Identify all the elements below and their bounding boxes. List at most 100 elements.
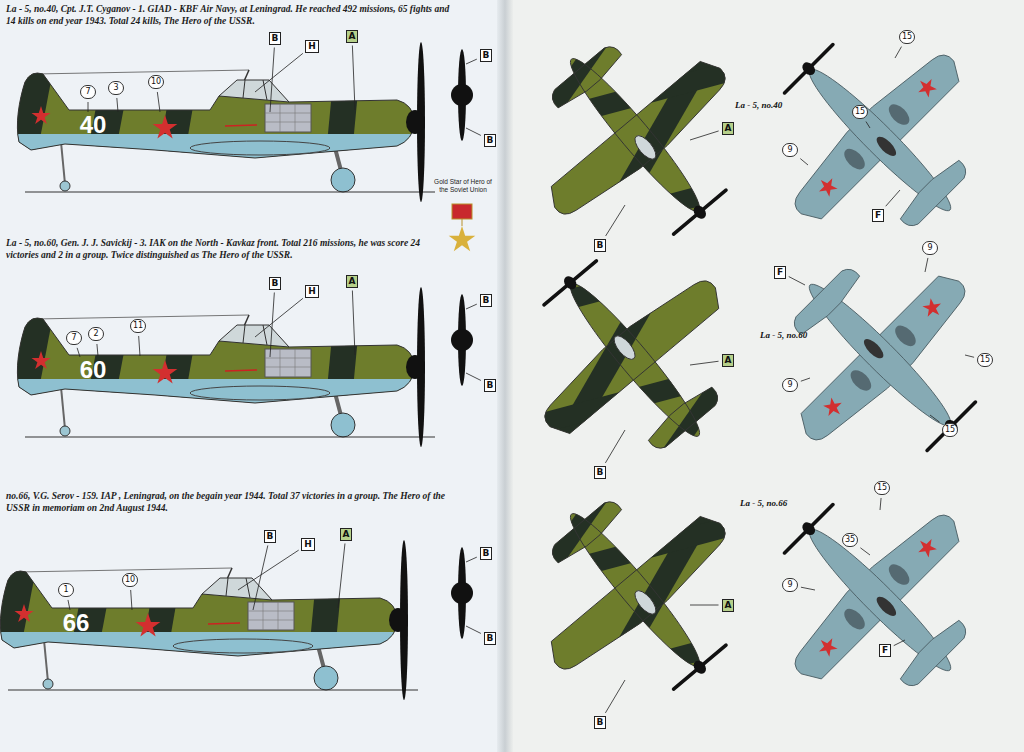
callout-letter: B bbox=[269, 277, 282, 290]
leader-line bbox=[801, 587, 815, 590]
top-view bbox=[440, 155, 836, 546]
leader-lines bbox=[68, 45, 974, 712]
leader-line bbox=[139, 336, 140, 356]
leader-line bbox=[801, 378, 810, 381]
bottom-view bbox=[727, 447, 1024, 746]
callout-number: 9 bbox=[922, 241, 938, 255]
leader-line bbox=[925, 258, 928, 272]
view-title: La - 5, no.60 bbox=[760, 330, 807, 340]
leader-line bbox=[690, 605, 719, 606]
callout-number: 35 bbox=[842, 533, 858, 547]
top-view bbox=[434, 404, 830, 752]
callout-letter: B bbox=[269, 32, 282, 45]
callout-letter: H bbox=[305, 285, 319, 298]
callout-number: 7 bbox=[66, 331, 82, 345]
bottom-view bbox=[734, 209, 1024, 508]
callout-number: 15 bbox=[874, 481, 890, 495]
leader-line bbox=[789, 277, 805, 285]
leader-line bbox=[606, 205, 625, 236]
aircraft-number: 60 bbox=[80, 356, 107, 384]
callout-number: 1 bbox=[58, 583, 74, 597]
leader-line bbox=[338, 543, 345, 608]
leader-line bbox=[253, 545, 268, 610]
callout-letter: B bbox=[480, 49, 493, 62]
callout-letter: B bbox=[594, 466, 607, 479]
aircraft-number: 66 bbox=[63, 609, 90, 637]
callout-number: 10 bbox=[148, 75, 164, 89]
side-profile bbox=[5, 42, 435, 202]
leader-line bbox=[690, 361, 719, 365]
callout-letter: B bbox=[480, 294, 493, 307]
callout-number: 15 bbox=[852, 105, 868, 119]
leader-line bbox=[800, 159, 808, 165]
leader-line bbox=[466, 59, 477, 64]
leader-line bbox=[157, 92, 160, 112]
leader-line bbox=[352, 45, 355, 110]
leader-line bbox=[466, 373, 481, 380]
leader-line bbox=[88, 102, 89, 112]
callout-letter: B bbox=[484, 379, 497, 392]
leader-line bbox=[68, 600, 70, 610]
callout-letter: A bbox=[722, 599, 735, 612]
leader-line bbox=[131, 590, 132, 610]
view-title: La - 5, no.40 bbox=[735, 100, 782, 110]
leader-line bbox=[605, 680, 625, 713]
caption: La - 5, no.60, Gen. J. J. Savickij - 3. … bbox=[6, 237, 452, 262]
callout-letter: H bbox=[305, 40, 319, 53]
medal-caption: Gold Star of Hero of the Soviet Union bbox=[432, 178, 494, 194]
leader-line bbox=[77, 348, 80, 357]
top-view bbox=[434, 0, 830, 340]
leader-line bbox=[97, 344, 98, 356]
callout-number: 10 bbox=[122, 573, 138, 587]
leader-line bbox=[690, 131, 719, 140]
leader-line bbox=[352, 290, 355, 355]
leader-line bbox=[466, 557, 477, 562]
gold-star-medal bbox=[449, 204, 476, 251]
callout-letter: H bbox=[301, 538, 315, 551]
callout-number: 15 bbox=[899, 30, 915, 44]
leader-line bbox=[895, 47, 902, 58]
leader-line bbox=[117, 98, 118, 112]
leader-line bbox=[466, 304, 477, 309]
leader-line bbox=[930, 415, 940, 422]
callout-letter: A bbox=[722, 122, 735, 135]
callout-letter: A bbox=[340, 528, 353, 541]
leader-line bbox=[466, 128, 481, 135]
callout-letter: F bbox=[879, 644, 891, 657]
callout-number: 9 bbox=[782, 143, 798, 157]
callout-letter: B bbox=[264, 530, 277, 543]
leader-line bbox=[255, 298, 303, 337]
callout-letter: A bbox=[346, 275, 359, 288]
propeller-front bbox=[451, 49, 473, 141]
leader-line bbox=[866, 122, 870, 128]
callout-number: 3 bbox=[108, 81, 124, 95]
callout-number: 15 bbox=[942, 423, 958, 437]
propeller-front bbox=[451, 547, 473, 639]
bottom-view bbox=[727, 0, 1024, 286]
callout-number: 2 bbox=[88, 327, 104, 341]
callout-letter: F bbox=[872, 209, 884, 222]
leader-line bbox=[965, 355, 974, 357]
callout-letter: B bbox=[484, 632, 497, 645]
callout-number: 9 bbox=[782, 378, 798, 392]
propeller-front bbox=[451, 294, 473, 386]
callout-letter: B bbox=[594, 239, 607, 252]
side-profile bbox=[5, 287, 435, 447]
callout-letter: A bbox=[722, 354, 735, 367]
callout-number: 7 bbox=[80, 85, 96, 99]
leader-line bbox=[880, 498, 881, 510]
leader-line bbox=[238, 550, 299, 590]
aircraft-number: 40 bbox=[80, 111, 107, 139]
leader-line bbox=[860, 548, 870, 555]
leader-line bbox=[255, 53, 303, 92]
callout-number: 9 bbox=[782, 578, 798, 592]
leader-line bbox=[886, 190, 900, 206]
leader-line bbox=[894, 640, 905, 646]
caption: La - 5, no.40, Cpt. J.T. Cyganov - 1. GI… bbox=[6, 3, 452, 28]
callout-number: 15 bbox=[977, 353, 993, 367]
side-profile bbox=[0, 540, 418, 700]
page-fold bbox=[497, 0, 513, 752]
leader-line bbox=[466, 626, 481, 633]
